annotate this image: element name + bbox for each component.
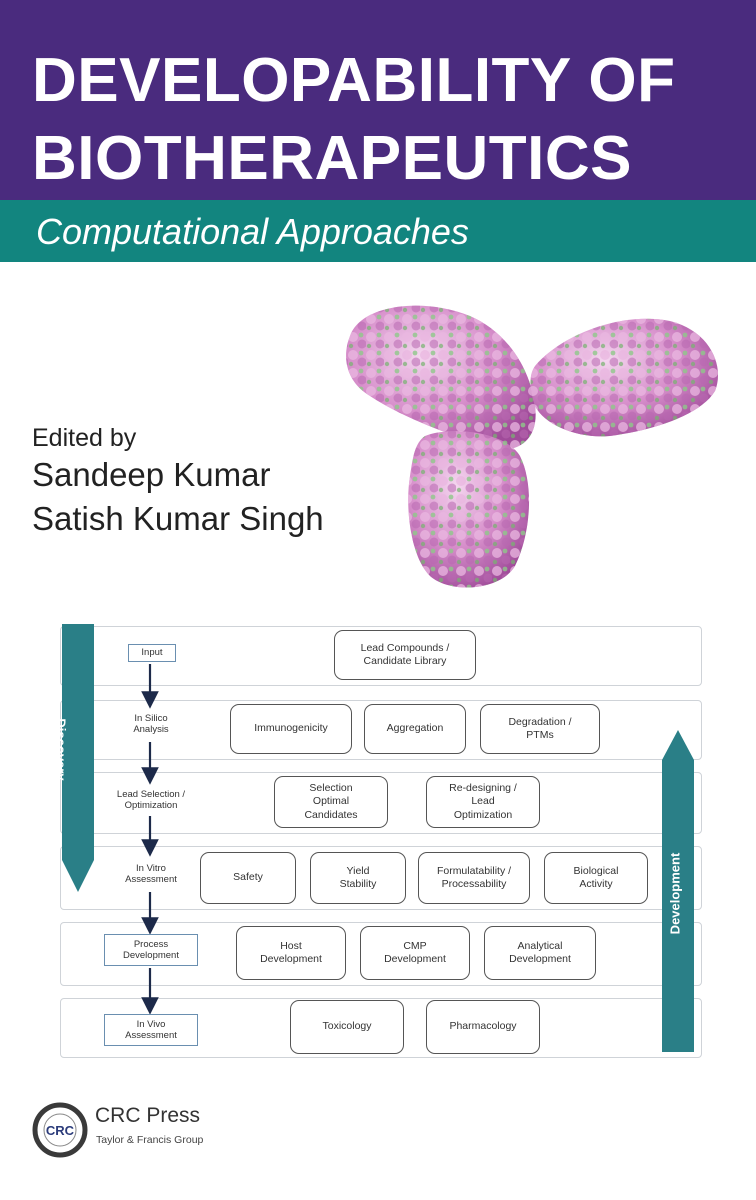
book-title-line-1: DEVELOPABILITY OF	[32, 46, 676, 115]
selection-optimal-candidates-box: Selection Optimal Candidates	[274, 776, 388, 828]
subtitle-band: Computational Approaches	[0, 200, 756, 262]
crc-press-logo-icon: CRC	[32, 1102, 88, 1158]
immunogenicity-box: Immunogenicity	[230, 704, 352, 754]
aggregation-box: Aggregation	[364, 704, 466, 754]
row-panel	[60, 998, 702, 1058]
toxicology-box: Toxicology	[290, 1000, 404, 1054]
book-title-line-2: BIOTHERAPEUTICS	[32, 124, 632, 193]
row-panel	[60, 922, 702, 986]
book-subtitle: Computational Approaches	[36, 211, 469, 252]
row-panel	[60, 846, 702, 910]
row-panel	[60, 626, 702, 686]
pharmacology-box: Pharmacology	[426, 1000, 540, 1054]
degradation-box: Degradation / PTMs	[480, 704, 600, 754]
discovery-label: Discovery	[53, 718, 69, 781]
host-development-box: Host Development	[236, 926, 346, 980]
safety-box: Safety	[200, 852, 296, 904]
yield-stability-box: Yield Stability	[310, 852, 406, 904]
publisher-group: Taylor & Francis Group	[96, 1134, 204, 1146]
stage-in-vivo-assessment: In Vivo Assessment	[104, 1014, 198, 1046]
row-panel	[60, 772, 702, 834]
editor-name: Sandeep Kumar	[32, 456, 271, 493]
discovery-arrow	[62, 624, 94, 892]
development-arrow	[662, 730, 694, 1052]
stage-process-development: Process Development	[104, 934, 198, 966]
stage-input: Input	[128, 644, 176, 662]
antibody-molecule-image	[346, 305, 718, 588]
lead-compounds-box: Lead Compounds / Candidate Library	[334, 630, 476, 680]
biological-activity-box: Biological Activity	[544, 852, 648, 904]
publisher-name: CRC Press	[95, 1104, 201, 1127]
edited-by-label: Edited by	[32, 424, 137, 452]
crc-logo-text: CRC	[46, 1123, 75, 1138]
cmp-development-box: CMP Development	[360, 926, 470, 980]
title-band: DEVELOPABILITY OF BIOTHERAPEUTICS	[0, 0, 756, 200]
stage-lead-selection: Lead Selection / Optimization	[116, 788, 186, 811]
stage-in-vitro-assessment: In Vitro Assessment	[125, 862, 177, 885]
re-designing-box: Re-designing / Lead Optimization	[426, 776, 540, 828]
development-label: Development	[667, 852, 683, 935]
row-panel	[60, 700, 702, 760]
formulatability-box: Formulatability / Processability	[418, 852, 530, 904]
editor-name: Satish Kumar Singh	[32, 500, 324, 537]
stage-in-silico-analysis: In Silico Analysis	[133, 712, 169, 735]
analytical-development-box: Analytical Development	[484, 926, 596, 980]
